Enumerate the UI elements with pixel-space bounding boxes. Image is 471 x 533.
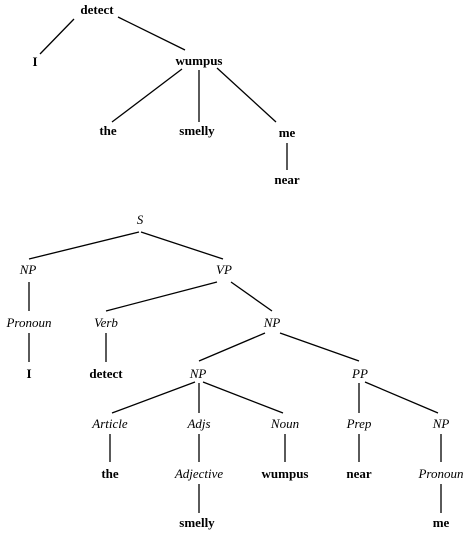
- pt-node-np-obj: NP: [263, 315, 281, 330]
- edge-np-pp: [279, 332, 360, 362]
- dep-node-smelly: smelly: [179, 123, 215, 138]
- pt-node-noun: Noun: [270, 416, 299, 431]
- pt-node-np-pp: NP: [432, 416, 450, 431]
- pt-word-detect: detect: [89, 366, 123, 381]
- edge-pp-np: [364, 381, 439, 414]
- edge-np-noun: [202, 381, 284, 414]
- pt-node-prep: Prep: [346, 416, 372, 431]
- dep-node-me: me: [279, 125, 296, 140]
- pt-node-adjective: Adjective: [174, 466, 224, 481]
- pt-word-near: near: [346, 466, 372, 481]
- dependency-tree: detect I wumpus the smelly me near: [32, 2, 299, 187]
- pt-node-np-subj: NP: [19, 262, 37, 277]
- edge-wumpus-the: [111, 68, 183, 123]
- dep-node-near: near: [274, 172, 300, 187]
- dep-node-the: the: [99, 123, 117, 138]
- dep-node-detect: detect: [80, 2, 114, 17]
- pt-node-pp: PP: [351, 366, 368, 381]
- edge-vp-verb: [105, 281, 218, 312]
- dep-node-i: I: [32, 54, 37, 69]
- edge-detect-i: [39, 18, 75, 55]
- pt-node-pronoun: Pronoun: [5, 315, 51, 330]
- parse-tree: S NP VP Pronoun Verb NP I detect NP PP A…: [5, 212, 463, 530]
- pt-word-wumpus: wumpus: [262, 466, 309, 481]
- edge-s-vp: [140, 231, 224, 260]
- pt-node-pronoun-pp: Pronoun: [417, 466, 463, 481]
- pt-node-np-inner: NP: [189, 366, 207, 381]
- edge-vp-np: [230, 281, 273, 312]
- pt-node-vp: VP: [216, 262, 232, 277]
- pt-node-s: S: [137, 212, 144, 227]
- edge-detect-wumpus: [117, 16, 186, 51]
- pt-node-verb: Verb: [94, 315, 118, 330]
- pt-node-adjs: Adjs: [186, 416, 210, 431]
- pt-word-me: me: [433, 515, 450, 530]
- pt-word-the: the: [101, 466, 119, 481]
- edge-np-article: [111, 381, 196, 414]
- pt-word-i: I: [26, 366, 31, 381]
- edge-s-np: [28, 231, 140, 260]
- dep-node-wumpus: wumpus: [176, 53, 223, 68]
- pt-node-article: Article: [91, 416, 128, 431]
- edge-wumpus-me: [216, 67, 277, 123]
- pt-word-smelly: smelly: [179, 515, 215, 530]
- edge-np-np: [198, 332, 266, 362]
